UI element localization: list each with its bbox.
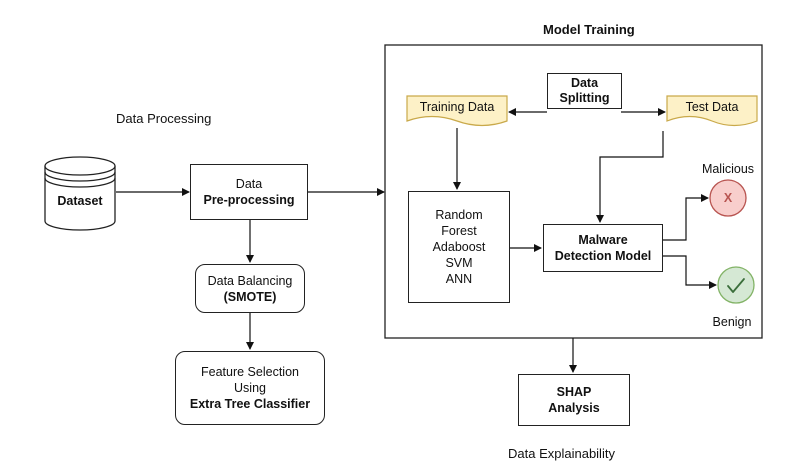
algorithm-item: SVM xyxy=(445,256,473,270)
data-balancing-box: Data Balancing (SMOTE) xyxy=(195,264,305,313)
feature-selection-label-line1: Feature Selection xyxy=(201,365,299,379)
algorithms-box: Random Forest Adaboost SVM ANN xyxy=(408,191,510,303)
benign-label: Benign xyxy=(712,315,752,329)
test-data-shape xyxy=(666,95,758,127)
algorithm-item: Random xyxy=(435,208,483,222)
dataset-cylinder xyxy=(44,156,116,231)
algorithm-item: Forest xyxy=(441,224,477,238)
check-icon xyxy=(727,278,745,293)
malicious-x-icon: X xyxy=(723,191,733,205)
feature-selection-label-line2: Using xyxy=(234,381,266,395)
detection-model-box: Malware Detection Model xyxy=(543,224,663,272)
preprocessing-label-line1: Data xyxy=(235,177,263,191)
data-splitting-box: Data Splitting xyxy=(547,73,622,109)
shap-label-line2: Analysis xyxy=(548,401,600,415)
data-splitting-label-line2: Splitting xyxy=(559,91,610,105)
shap-analysis-box: SHAP Analysis xyxy=(518,374,630,426)
shap-label-line1: SHAP xyxy=(556,385,592,399)
malicious-circle xyxy=(709,179,747,217)
algorithm-item: ANN xyxy=(445,272,473,286)
training-data-label: Training Data xyxy=(419,100,495,114)
malicious-label: Malicious xyxy=(701,162,755,176)
feature-selection-box: Feature Selection Using Extra Tree Class… xyxy=(175,351,325,425)
data-balancing-label-line2: (SMOTE) xyxy=(223,289,277,304)
arrow-model-to-benign xyxy=(663,255,717,289)
training-data-shape xyxy=(406,95,508,127)
test-data-label: Test Data xyxy=(685,100,739,114)
data-splitting-label-line1: Data xyxy=(570,76,599,90)
detection-model-label-line1: Malware xyxy=(578,233,628,247)
arrow-model-to-malicious xyxy=(663,194,709,241)
preprocessing-label-line2: Pre-processing xyxy=(203,193,295,207)
detection-model-label-line2: Detection Model xyxy=(554,249,652,263)
section-title-model-training: Model Training xyxy=(543,22,635,37)
section-title-data-explainability: Data Explainability xyxy=(508,446,615,461)
arrow-test-to-model xyxy=(596,131,664,223)
preprocessing-box: Data Pre-processing xyxy=(190,164,308,220)
dataset-label: Dataset xyxy=(57,194,103,208)
benign-circle xyxy=(717,266,755,304)
algorithm-item: Adaboost xyxy=(432,240,486,254)
feature-selection-label-line3: Extra Tree Classifier xyxy=(189,397,311,411)
data-balancing-label-line1: Data Balancing xyxy=(207,273,293,288)
section-title-data-processing: Data Processing xyxy=(116,111,212,126)
